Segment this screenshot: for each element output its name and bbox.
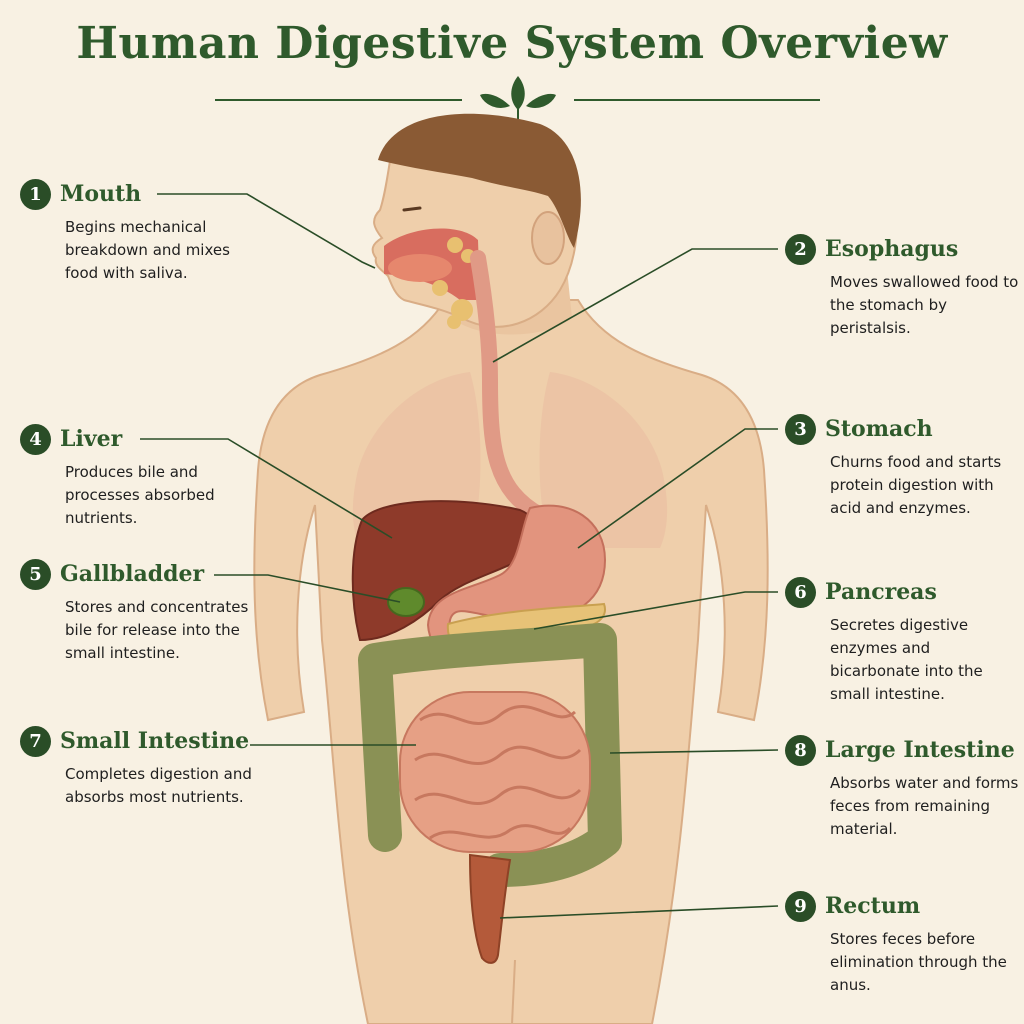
organ-description: Produces bile and processes absorbed nut… bbox=[65, 463, 215, 527]
leader-line-esophagus bbox=[492, 248, 778, 363]
number-badge: 7 bbox=[20, 725, 51, 757]
label-small-intestine: 7 Small Intestine Completes digestion and… bbox=[20, 725, 265, 809]
ear bbox=[531, 211, 565, 265]
organ-description: Secretes digestive enzymes and bicarbona… bbox=[830, 616, 983, 703]
label-rectum: 9 Rectum Stores feces before elimination … bbox=[785, 890, 1020, 997]
label-mouth: 1 Mouth Begins mechanical breakdown and m… bbox=[20, 178, 265, 285]
number-badge: 3 bbox=[785, 413, 816, 445]
number-badge: 2 bbox=[785, 233, 816, 265]
number-badge: 6 bbox=[785, 576, 816, 608]
leader-line-stomach bbox=[577, 428, 778, 549]
number-badge: 1 bbox=[20, 178, 51, 210]
organ-description: Completes digestion and absorbs most nut… bbox=[65, 765, 252, 806]
organ-name: Gallbladder bbox=[60, 561, 205, 587]
label-gallbladder: 5 Gallbladder Stores and concentrates bil… bbox=[20, 558, 265, 665]
label-stomach: 3 Stomach Churns food and starts protein … bbox=[785, 413, 1020, 520]
leader-line-gallbladder bbox=[214, 574, 401, 603]
small-intestine-organ bbox=[399, 691, 591, 853]
organ-description: Churns food and starts protein digestion… bbox=[830, 453, 1002, 517]
leaf-icon bbox=[480, 76, 556, 133]
leader-line-rectum bbox=[499, 905, 779, 919]
rectum-organ bbox=[468, 853, 512, 964]
organ-name: Large Intestine bbox=[825, 737, 1015, 763]
large-intestine-organ bbox=[358, 623, 622, 887]
leader-line-pancreas bbox=[533, 591, 778, 630]
organ-name: Pancreas bbox=[825, 579, 937, 605]
organ-description: Begins mechanical breakdown and mixes fo… bbox=[65, 218, 230, 282]
page-title: Human Digestive System Overview bbox=[76, 18, 948, 69]
organ-name: Stomach bbox=[825, 416, 933, 442]
label-large-intestine: 8 Large Intestine Absorbs water and forms… bbox=[785, 734, 1020, 841]
organ-description: Stores feces before elimination through … bbox=[830, 930, 1007, 994]
leader-line-large-intestine bbox=[609, 749, 779, 754]
leader-line-mouth bbox=[157, 193, 376, 269]
organ-name: Liver bbox=[60, 426, 123, 452]
number-badge: 4 bbox=[20, 423, 51, 455]
organ-name: Mouth bbox=[60, 181, 142, 207]
organ-description: Moves swallowed food to the stomach by p… bbox=[830, 273, 1019, 337]
organ-name: Esophagus bbox=[825, 236, 959, 262]
number-badge: 9 bbox=[785, 890, 816, 922]
label-liver: 4 Liver Produces bile and processes absor… bbox=[20, 423, 265, 530]
organ-name: Rectum bbox=[825, 893, 921, 919]
organ-description: Absorbs water and forms feces from remai… bbox=[830, 774, 1019, 838]
label-pancreas: 6 Pancreas Secretes digestive enzymes and… bbox=[785, 576, 1020, 706]
organ-description: Stores and concentrates bile for release… bbox=[65, 598, 249, 662]
esophagus-organ bbox=[470, 250, 548, 523]
gallbladder-organ bbox=[387, 587, 425, 617]
organ-name: Small Intestine bbox=[60, 728, 250, 754]
leader-lines bbox=[140, 193, 779, 919]
mouth-cavity bbox=[384, 228, 480, 329]
number-badge: 8 bbox=[785, 734, 816, 766]
number-badge: 5 bbox=[20, 558, 51, 590]
leader-line-liver bbox=[140, 438, 393, 539]
label-esophagus: 2 Esophagus Moves swallowed food to the s… bbox=[785, 233, 1020, 340]
